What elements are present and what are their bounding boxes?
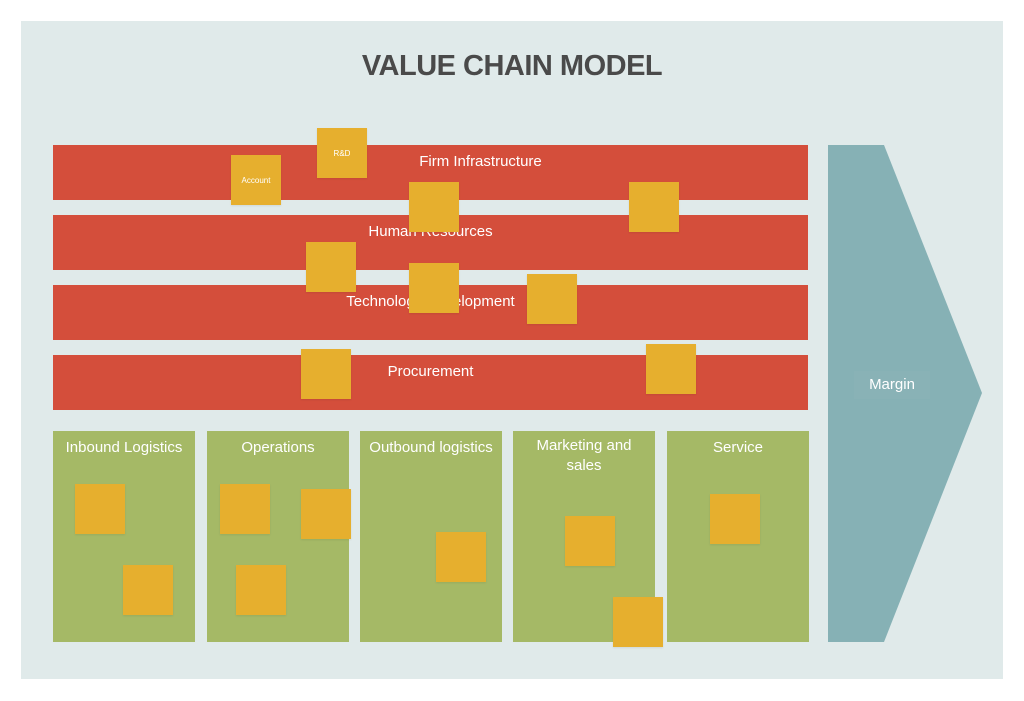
sticky-note-rd[interactable]: R&D: [317, 128, 367, 178]
sticky-note-account[interactable]: Account: [231, 155, 281, 205]
sticky-note[interactable]: [220, 484, 270, 534]
primary-column-label: Operations: [241, 439, 315, 456]
support-bar-label: Firm Infrastructure: [419, 153, 542, 170]
sticky-note[interactable]: [236, 565, 286, 615]
sticky-note[interactable]: [75, 484, 125, 534]
sticky-note[interactable]: [565, 516, 615, 566]
sticky-note[interactable]: [409, 263, 459, 313]
sticky-note[interactable]: [306, 242, 356, 292]
diagram-title: VALUE CHAIN MODEL: [361, 50, 663, 82]
sticky-note[interactable]: [301, 349, 351, 399]
support-bar-label: Procurement: [387, 363, 474, 380]
primary-column-label: Marketing and sales: [536, 437, 632, 474]
margin-label: Margin: [854, 371, 930, 399]
sticky-note[interactable]: [613, 597, 663, 647]
sticky-note[interactable]: [301, 489, 351, 539]
sticky-note[interactable]: [646, 344, 696, 394]
primary-column-label: Outbound logistics: [369, 439, 493, 456]
sticky-note[interactable]: [527, 274, 577, 324]
primary-column-label: Service: [712, 439, 764, 456]
sticky-note[interactable]: [710, 494, 760, 544]
sticky-note[interactable]: [436, 532, 486, 582]
sticky-note[interactable]: [409, 182, 459, 232]
sticky-note[interactable]: [123, 565, 173, 615]
sticky-note[interactable]: [629, 182, 679, 232]
primary-column-label: Inbound Logistics: [65, 439, 183, 456]
